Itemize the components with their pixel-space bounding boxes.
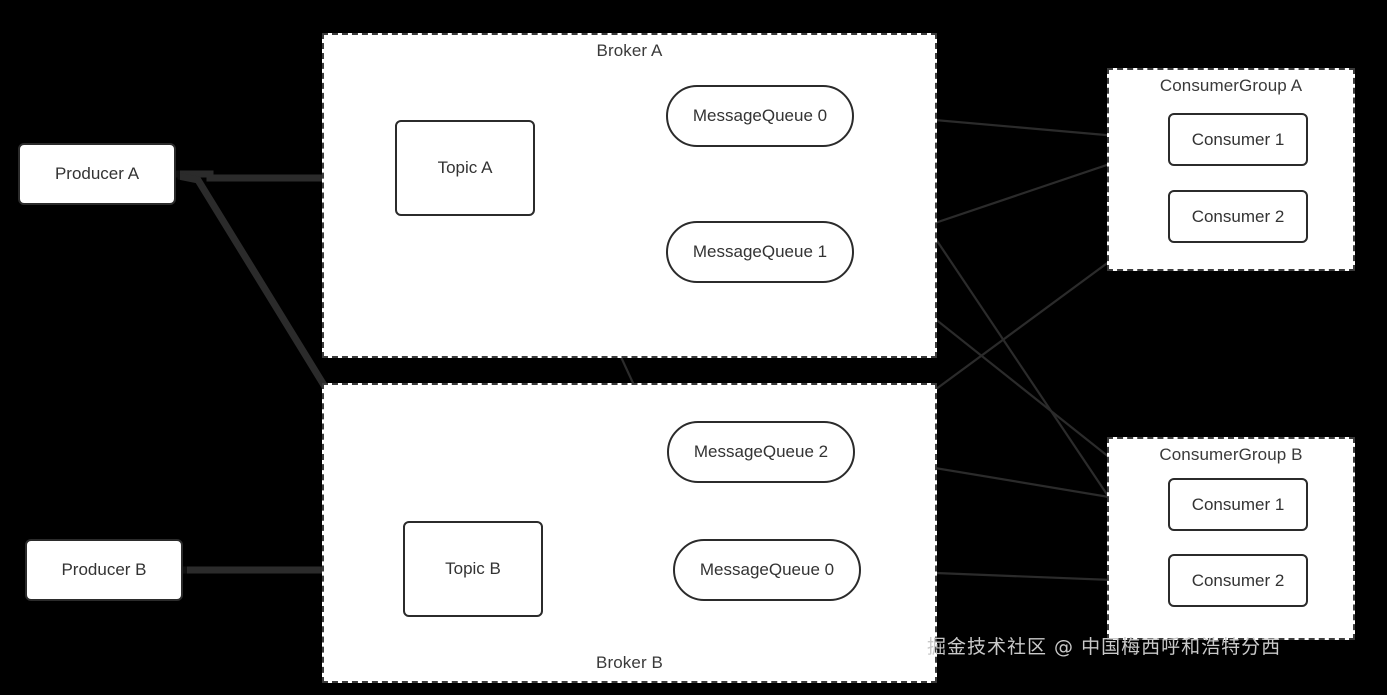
broker-a-label: Broker A <box>596 41 663 60</box>
topic-b-label: Topic B <box>445 559 501 578</box>
consumer-group-b-container[interactable] <box>1107 437 1355 640</box>
consumer-group-b-consumer-2-node[interactable]: Consumer 2 <box>1168 554 1308 607</box>
consumer-group-a-consumer-2-node[interactable]: Consumer 2 <box>1168 190 1308 243</box>
consumer-group-b-consumer-1-node[interactable]: Consumer 1 <box>1168 478 1308 531</box>
topic-a-label: Topic A <box>437 158 493 177</box>
message-queue-b-0-node[interactable]: MessageQueue 0 <box>673 539 861 601</box>
message-queue-a-0-node[interactable]: MessageQueue 0 <box>666 85 854 147</box>
message-queue-a-1-label: MessageQueue 1 <box>692 242 828 261</box>
producer-a-label: Producer A <box>54 164 140 183</box>
message-queue-b-2-label: MessageQueue 2 <box>693 442 829 461</box>
broker-b-label: Broker B <box>596 653 663 672</box>
topic-b-node[interactable]: Topic B <box>403 521 543 617</box>
producer-b-node[interactable]: Producer B <box>25 539 183 601</box>
message-queue-a-0-label: MessageQueue 0 <box>692 106 828 125</box>
consumer-group-a-label: ConsumerGroup A <box>1159 76 1303 95</box>
producer-b-label: Producer B <box>61 560 147 579</box>
watermark-text: 掘金技术社区 @ 中国梅西呼和浩特分西 <box>927 636 1282 658</box>
consumer-group-b-consumer-2-label: Consumer 2 <box>1191 570 1285 590</box>
consumer-group-b-label: ConsumerGroup B <box>1159 445 1303 464</box>
consumer-group-b-consumer-1-label: Consumer 1 <box>1191 494 1285 514</box>
consumer-group-a-consumer-1-label: Consumer 1 <box>1191 129 1285 149</box>
topic-a-node[interactable]: Topic A <box>395 120 535 216</box>
message-queue-b-0-label: MessageQueue 0 <box>699 560 835 579</box>
producer-a-node[interactable]: Producer A <box>18 143 176 205</box>
message-queue-a-1-node[interactable]: MessageQueue 1 <box>666 221 854 283</box>
message-queue-b-2-node[interactable]: MessageQueue 2 <box>667 421 855 483</box>
consumer-group-a-consumer-1-node[interactable]: Consumer 1 <box>1168 113 1308 166</box>
consumer-group-a-consumer-2-label: Consumer 2 <box>1191 206 1285 226</box>
